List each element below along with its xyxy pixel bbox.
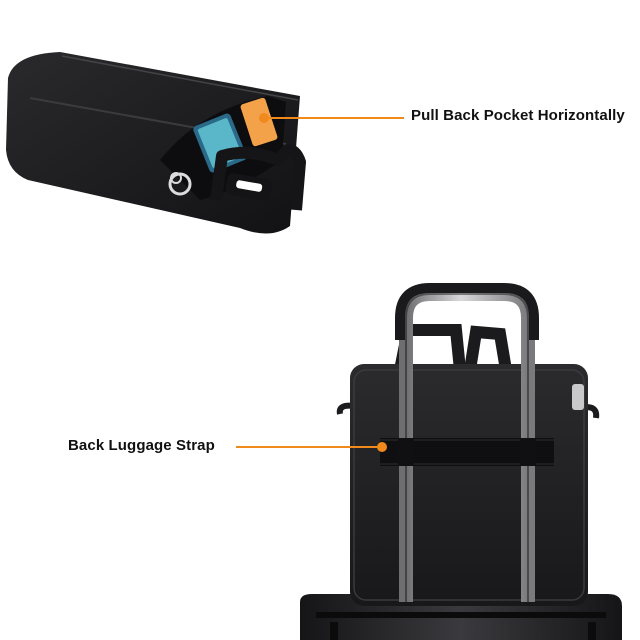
bag-handle-right bbox=[464, 325, 512, 371]
strap-callout-label: Back Luggage Strap bbox=[68, 437, 215, 454]
bag-on-luggage bbox=[236, 283, 622, 640]
sleeve-bag-top bbox=[6, 52, 404, 234]
strap-callout-dot bbox=[377, 442, 387, 452]
pocket-callout-dot bbox=[259, 113, 269, 123]
zipper-line bbox=[61, 55, 299, 101]
trolley-grip bbox=[395, 283, 539, 340]
orange-notebook bbox=[240, 97, 278, 147]
pocket-callout-label: Pull Back Pocket Horizontally bbox=[411, 107, 625, 124]
sleeve-handle bbox=[210, 144, 306, 211]
zipper-puller bbox=[572, 384, 584, 410]
bag-back-panel bbox=[350, 364, 588, 606]
